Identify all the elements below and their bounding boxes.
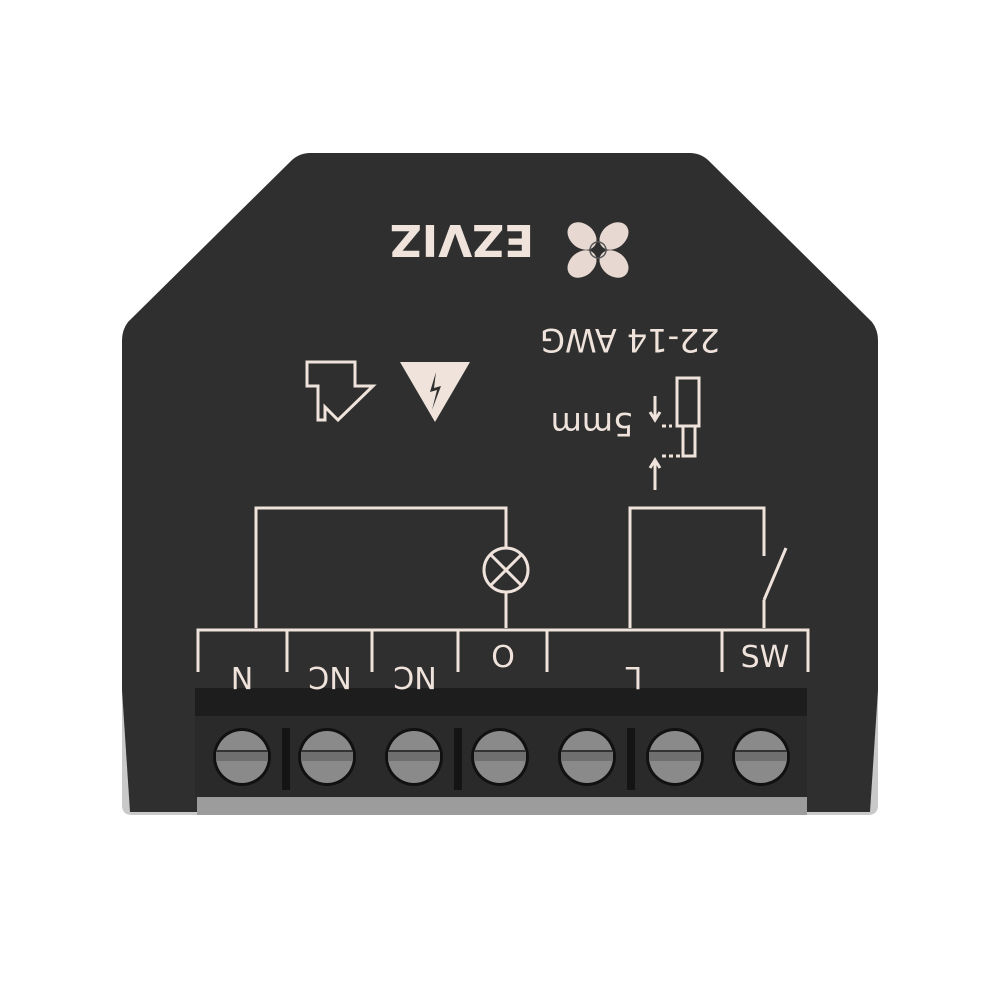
terminal-divider xyxy=(627,728,635,790)
strip-length-label: 5mm xyxy=(551,405,634,443)
terminal-label-l: L xyxy=(625,659,642,694)
ezviz-logo: EZVIZ xyxy=(390,214,629,278)
terminal-label-o: O xyxy=(491,640,515,675)
terminal-screw[interactable] xyxy=(213,728,271,786)
wire-gauge-label: 22-14 AWG xyxy=(540,321,720,359)
terminal-screw[interactable] xyxy=(646,728,704,786)
indoor-use-icon xyxy=(305,360,377,423)
electric-hazard-icon xyxy=(400,362,470,422)
terminal-divider xyxy=(454,728,462,790)
wiring-diagram xyxy=(196,506,810,672)
terminal-screw[interactable] xyxy=(732,728,790,786)
module-body xyxy=(122,153,878,812)
terminal-label-n: N xyxy=(231,659,253,694)
terminal-screw[interactable] xyxy=(558,728,616,786)
brand-name: EZVIZ xyxy=(390,214,534,265)
terminal-label-sw: SW xyxy=(741,640,790,675)
terminal-rail xyxy=(197,797,807,815)
terminal-block-top xyxy=(195,688,807,718)
lightning-icon xyxy=(430,372,441,410)
terminal-divider xyxy=(282,728,290,790)
fan-logo-icon xyxy=(567,222,629,278)
wire-strip-icon xyxy=(648,376,701,490)
terminal-screw[interactable] xyxy=(298,728,356,786)
terminal-screw[interactable] xyxy=(471,728,529,786)
terminal-screw[interactable] xyxy=(385,728,443,786)
terminal-label-nc: NC xyxy=(393,659,436,694)
terminal-label-nc: NC xyxy=(308,659,351,694)
